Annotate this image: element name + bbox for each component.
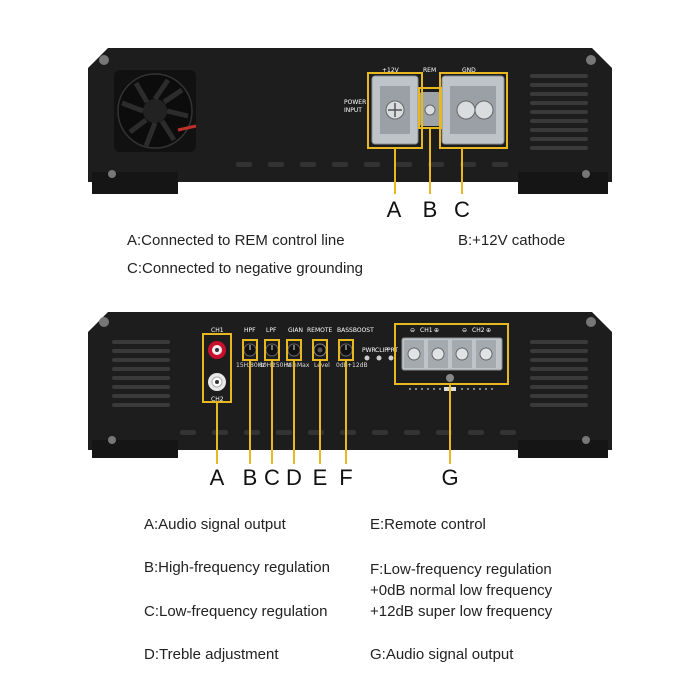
description-g: G:Audio signal output bbox=[370, 646, 514, 663]
screw-icon bbox=[586, 317, 596, 327]
clip-led bbox=[376, 355, 382, 361]
out-ch2-label: CH2 bbox=[472, 327, 485, 334]
chassis-foot-left bbox=[92, 172, 178, 194]
callout-c: C bbox=[454, 197, 470, 222]
vent-grille-right bbox=[530, 74, 588, 150]
description-f-line3: +12dB super low frequency bbox=[370, 603, 553, 620]
description-a: A:Audio signal output bbox=[144, 516, 286, 533]
description-b: B:+12V cathode bbox=[458, 232, 566, 249]
description-d: D:Treble adjustment bbox=[144, 646, 279, 663]
minus-symbol: ⊖ bbox=[410, 327, 415, 334]
description-c: C:Low-frequency regulation bbox=[144, 603, 328, 620]
bass-range-max: +12dB bbox=[347, 362, 368, 369]
hpf-range-min: 15Hz bbox=[236, 362, 251, 369]
gain-knob bbox=[287, 343, 301, 357]
bass-range-min: 0dB bbox=[336, 362, 348, 369]
out-ch1-label: CH1 bbox=[420, 327, 433, 334]
callout-d: D bbox=[286, 465, 302, 490]
callout-e: E bbox=[312, 465, 328, 490]
callout-b: B bbox=[422, 197, 438, 222]
gain-range-min: Min bbox=[286, 362, 297, 369]
bassboost-knob bbox=[339, 343, 353, 357]
rca-red-jack bbox=[208, 341, 226, 359]
power-input-label-2: INPUT bbox=[344, 107, 362, 114]
amplifier-power-panel: +12V REM GND POWER INPUT bbox=[88, 48, 612, 194]
callout-g: G bbox=[441, 465, 459, 490]
description-f-line2: +0dB normal low frequency bbox=[370, 582, 553, 599]
plus-symbol: ⊕ bbox=[486, 327, 491, 334]
rem-terminal bbox=[420, 92, 440, 126]
screw-icon bbox=[99, 317, 109, 327]
bassboost-label: BASSBOOST bbox=[337, 327, 374, 334]
lpf-range-max: 250Hz bbox=[272, 362, 291, 369]
highlight-box-g bbox=[394, 323, 509, 385]
ground-terminal bbox=[441, 75, 505, 145]
rca-white-jack bbox=[208, 373, 226, 391]
chassis-foot-left bbox=[92, 440, 178, 458]
description-c: C:Connected to negative grounding bbox=[127, 260, 364, 277]
vent-grille-left bbox=[112, 340, 170, 407]
screw-icon bbox=[446, 374, 454, 382]
callout-a: A bbox=[209, 465, 225, 490]
description-b: B:High-frequency regulation bbox=[144, 559, 330, 576]
gnd-terminal-label: GND bbox=[462, 67, 476, 74]
speaker-terminal-block bbox=[401, 337, 503, 371]
rem-terminal-label: REM bbox=[423, 67, 436, 74]
clip-led-label: CLIP bbox=[375, 347, 388, 354]
screw-icon bbox=[108, 436, 116, 444]
vent-grille-right bbox=[530, 340, 588, 407]
pwr-led-label: PWR bbox=[362, 347, 376, 354]
callout-f: F bbox=[339, 465, 353, 490]
screw-icon bbox=[586, 55, 596, 65]
lpf-range-min: 80Hz bbox=[259, 362, 274, 369]
pos-terminal-label: +12V bbox=[382, 67, 400, 74]
hpf-range-max: 80Hz bbox=[250, 362, 265, 369]
description-a: A:Connected to REM control line bbox=[127, 232, 345, 249]
callout-b: B bbox=[242, 465, 258, 490]
remote-label: REMOTE bbox=[307, 327, 333, 334]
vent-slots-bottom bbox=[236, 162, 508, 167]
hpf-label: HPF bbox=[244, 327, 256, 334]
gain-label: GIAN bbox=[288, 327, 303, 334]
minus-symbol: ⊖ bbox=[462, 327, 467, 334]
hpf-knob bbox=[243, 343, 257, 357]
rca-ch1-label: CH1 bbox=[211, 327, 224, 334]
remote-port bbox=[313, 343, 327, 357]
gain-range-max: Max bbox=[297, 362, 310, 369]
cooling-fan-icon bbox=[114, 70, 197, 152]
amplifier-signal-panel: CH1 CH2 HPF LPF GIAN REMOTE BASSBOOST 15… bbox=[88, 312, 612, 464]
callout-c: C bbox=[264, 465, 280, 490]
screw-icon bbox=[108, 170, 116, 178]
plus-symbol: ⊕ bbox=[434, 327, 439, 334]
pwr-led bbox=[364, 355, 370, 361]
chassis-foot-right bbox=[518, 440, 608, 458]
power-input-label-1: POWER bbox=[344, 99, 366, 106]
remote-sub-label: Level bbox=[314, 362, 330, 369]
lpf-knob bbox=[265, 343, 279, 357]
screw-icon bbox=[582, 170, 590, 178]
prt-led-label: PRT bbox=[387, 347, 398, 354]
positive-terminal bbox=[371, 75, 419, 145]
prt-led bbox=[388, 355, 394, 361]
screw-icon bbox=[582, 436, 590, 444]
rca-ch2-label: CH2 bbox=[211, 396, 224, 403]
highlight-box-c bbox=[439, 72, 508, 149]
callout-a: A bbox=[386, 197, 402, 222]
description-f-line1: F:Low-frequency regulation bbox=[370, 561, 552, 578]
lpf-label: LPF bbox=[266, 327, 277, 334]
chassis-foot-right bbox=[518, 172, 608, 194]
screw-icon bbox=[99, 55, 109, 65]
description-e: E:Remote control bbox=[370, 516, 486, 533]
